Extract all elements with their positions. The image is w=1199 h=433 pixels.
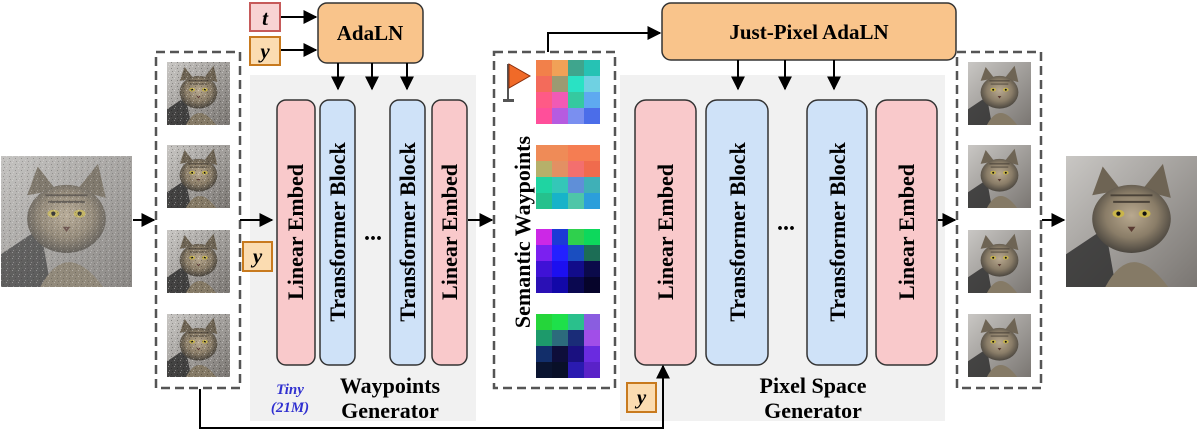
input-patch [167,314,230,377]
psg-linear-embed-2: Linear Embed [875,99,938,366]
y-input-bottom: y [626,382,657,413]
just-pixel-adaln-box: Just-Pixel AdaLN [661,2,957,61]
psg-block-label: Linear Embed [894,164,919,300]
wg-transformer-block-1: Transformer Block [319,99,356,366]
waypoints-generator-title: Waypoints [340,373,441,398]
wg-block-label: Transformer Block [395,142,420,322]
flag-icon [503,63,532,102]
pixel-space-generator-title-2: Generator [764,398,862,423]
psg-block-label: Linear Embed [653,164,678,300]
y-label: y [634,385,647,409]
waypoints-generator-title-2: Generator [341,398,439,423]
waypoint-map-1 [536,60,600,124]
semantic-waypoints-group: Semantic Waypoints [492,50,617,390]
wg-block-label: Linear Embed [283,164,308,300]
pixel-space-generator-title: Pixel Space [760,373,867,398]
output-patch [968,145,1031,208]
input-noisy-image [1,156,132,287]
t-input: t [249,2,281,32]
y-label: y [250,244,263,268]
waypoint-map-4 [536,314,600,378]
just-pixel-adaln-label: Just-Pixel AdaLN [729,20,888,44]
wg-transformer-block-2: Transformer Block [389,99,426,366]
waypoint-map-2 [536,145,600,209]
adaln-box: AdaLN [317,2,424,64]
input-patches-group [154,50,242,390]
output-patch [968,230,1031,293]
semantic-waypoints-label: Semantic Waypoints [510,136,535,329]
t-label: t [262,6,269,30]
input-patch [167,62,230,125]
y-label: y [257,39,270,63]
psg-transformer-block-2: Transformer Block [806,99,868,366]
skip-connection-arrow [199,364,670,429]
psg-transformer-block-1: Transformer Block [705,99,769,366]
psg-block-label: Transformer Block [725,142,750,322]
output-clean-image [1066,156,1197,287]
wg-linear-embed-2: Linear Embed [431,99,468,366]
psg-block-label: Transformer Block [825,142,850,322]
tiny-params-label: (21M) [271,400,309,416]
input-patch [167,145,230,208]
output-patches-group [955,50,1043,390]
wg-block-label: Linear Embed [437,164,462,300]
y-input-top: y [249,36,281,66]
waypoint-map-3 [536,229,600,293]
wg-block-label: Transformer Block [325,142,350,322]
output-patch [968,62,1031,125]
y-input-middle: y [242,241,273,272]
input-patch [167,230,230,293]
wg-linear-embed-1: Linear Embed [276,99,316,366]
tiny-label: Tiny [276,382,304,398]
psg-ellipsis: ... [777,210,795,236]
wg-ellipsis: ... [364,220,382,246]
adaln-label: AdaLN [337,21,404,45]
output-patch [968,314,1031,377]
psg-linear-embed-1: Linear Embed [634,99,697,366]
